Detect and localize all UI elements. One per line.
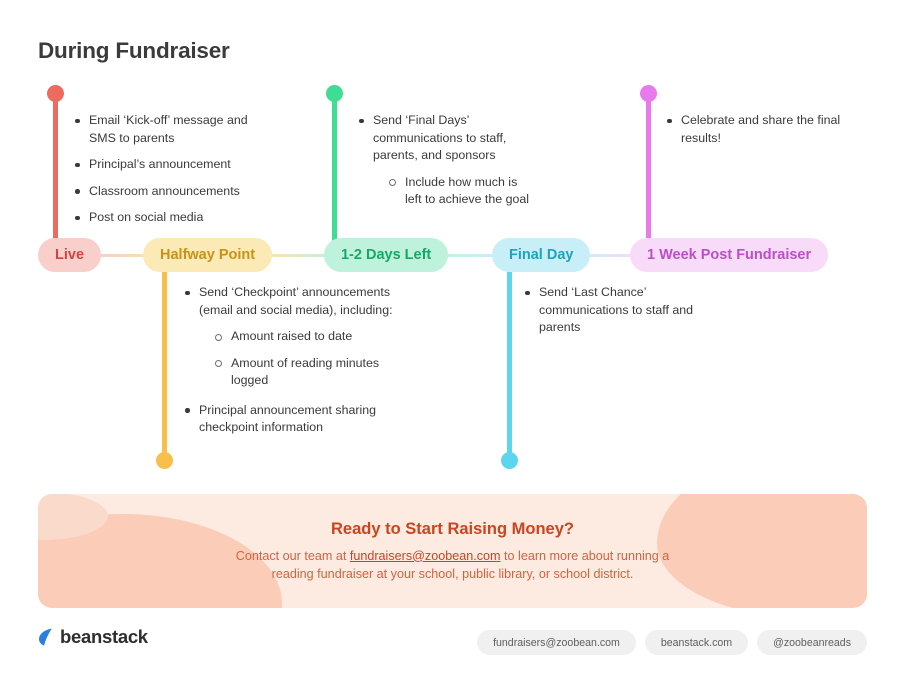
cta-email-link[interactable]: fundraisers@zoobean.com (349, 548, 501, 563)
dot-halfway (156, 452, 173, 469)
content-live: Email ‘Kick-off’ message and SMS to pare… (72, 112, 272, 236)
list-item: Send ‘Final Days’ communications to staf… (356, 112, 536, 209)
sub-list-item: Include how much is left to achieve the … (387, 174, 536, 209)
timeline-node-live-label: Live (55, 247, 85, 263)
cta-body-after: to learn more about running a reading fu… (271, 548, 670, 581)
content-days-left: Send ‘Final Days’ communications to staf… (356, 112, 536, 218)
stem-final-day (507, 268, 512, 460)
stem-halfway (162, 268, 167, 460)
list-item: Principal’s announcement (72, 156, 272, 174)
cta-body-before: Contact our team at (235, 548, 350, 563)
timeline-node-final-day[interactable]: Final Day (492, 238, 591, 272)
dot-final-day (501, 452, 518, 469)
timeline: Live Halfway Point 1-2 Days Left Final D… (38, 85, 860, 469)
beanstack-wordmark: beanstack (60, 626, 148, 647)
list-item: Celebrate and share the final results! (664, 112, 860, 147)
dot-days-left (326, 85, 343, 102)
dot-post-fundraiser (640, 85, 657, 102)
list-item: Principal announcement sharing checkpoin… (182, 402, 394, 437)
footer: beanstack fundraisers@zoobean.com beanst… (0, 618, 905, 673)
timeline-node-post-fundraiser[interactable]: 1 Week Post Fundraiser (630, 238, 829, 272)
list-item: Post on social media (72, 209, 272, 227)
contact-pill-website[interactable]: beanstack.com (644, 630, 749, 655)
timeline-node-days-left-label: 1-2 Days Left (341, 247, 432, 263)
connector-final-post (580, 254, 636, 257)
list-item: Classroom announcements (72, 183, 272, 201)
contact-pill-email[interactable]: fundraisers@zoobean.com (477, 630, 636, 655)
dot-live (47, 85, 64, 102)
timeline-node-final-day-label: Final Day (509, 247, 574, 263)
connector-live-halfway (96, 254, 160, 257)
cta-body: Contact our team at fundraisers@zoobean.… (223, 547, 683, 583)
cta-heading: Ready to Start Raising Money? (331, 519, 574, 538)
timeline-node-halfway-label: Halfway Point (160, 247, 256, 263)
timeline-node-post-fundraiser-label: 1 Week Post Fundraiser (647, 247, 812, 263)
list-item: Email ‘Kick-off’ message and SMS to pare… (72, 112, 272, 147)
decorative-blob (753, 556, 867, 602)
page-title: During Fundraiser (38, 38, 230, 63)
list-item: Send ‘Checkpoint’ announcements (email a… (182, 284, 394, 390)
contact-pill-social[interactable]: @zoobeanreads (757, 630, 867, 655)
leaf-icon (39, 628, 52, 646)
beanstack-logo[interactable]: beanstack (38, 626, 148, 648)
timeline-node-days-left[interactable]: 1-2 Days Left (324, 238, 449, 272)
stem-days-left (332, 92, 337, 244)
content-halfway: Send ‘Checkpoint’ announcements (email a… (182, 284, 394, 446)
sub-list-item: Amount raised to date (213, 328, 394, 346)
list-item: Send ‘Last Chance’ communications to sta… (522, 284, 722, 337)
connector-days-final (438, 254, 494, 257)
cta-banner: Ready to Start Raising Money? Contact ou… (38, 494, 867, 608)
stem-live (53, 92, 58, 244)
timeline-node-halfway[interactable]: Halfway Point (143, 238, 273, 272)
timeline-node-live[interactable]: Live (38, 238, 102, 272)
content-final-day: Send ‘Last Chance’ communications to sta… (522, 284, 722, 346)
stem-post-fundraiser (646, 92, 651, 244)
connector-halfway-days (272, 254, 326, 257)
content-post-fundraiser: Celebrate and share the final results! (664, 112, 860, 156)
sub-list-item: Amount of reading minutes logged (213, 355, 394, 390)
footer-contacts: fundraisers@zoobean.com beanstack.com @z… (477, 630, 867, 655)
